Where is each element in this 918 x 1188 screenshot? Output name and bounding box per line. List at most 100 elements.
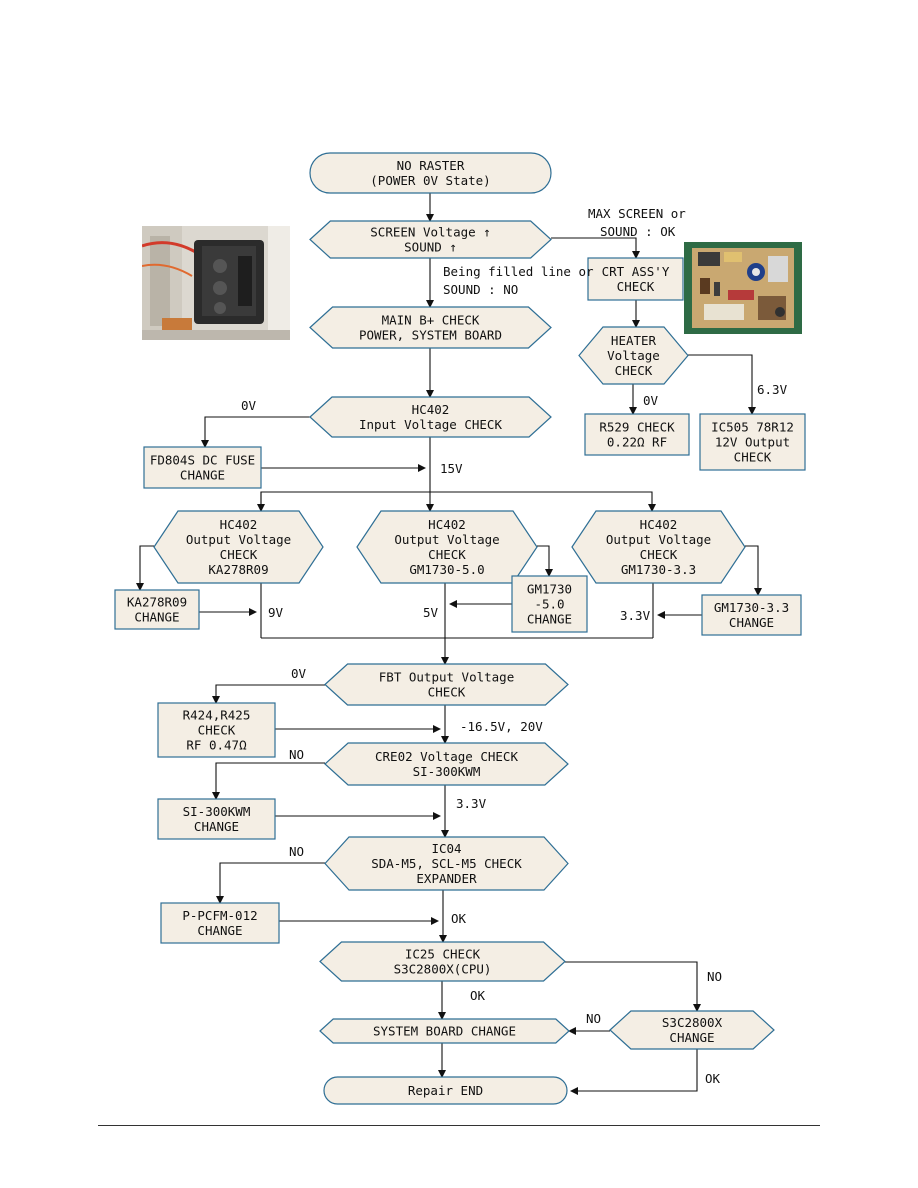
node-text-line: HEATER <box>611 333 657 348</box>
node-shape <box>584 413 690 456</box>
node-text-line: NO RASTER <box>397 158 465 173</box>
label-fbt-ok: -16.5V, 20V <box>460 719 543 734</box>
node-text-line: RF 0.47Ω <box>186 738 247 753</box>
node-text-line: CHANGE <box>180 468 225 483</box>
label-ic04-ok: OK <box>451 911 467 926</box>
crt-board-photo <box>684 242 802 334</box>
node-shape <box>356 510 538 584</box>
node-text-line: R529 CHECK <box>599 420 675 435</box>
node-text-line: 0.22Ω RF <box>607 435 667 450</box>
node-text-line: Input Voltage CHECK <box>359 417 502 432</box>
node-text-line: Output Voltage <box>186 532 291 547</box>
label-9v: 9V <box>268 605 284 620</box>
node-text-line: Repair END <box>408 1083 483 1098</box>
node-text-line: CHECK <box>615 363 653 378</box>
node-text-line: GM1730-5.0 <box>409 562 484 577</box>
node-text-line: KA278R09 <box>208 562 268 577</box>
node-text-line: (POWER 0V State) <box>370 173 490 188</box>
flyback-transformer-photo <box>142 226 290 340</box>
node-text-line: R424,R425 <box>183 708 251 723</box>
label-5v: 5V <box>423 605 439 620</box>
node-shape <box>578 326 689 385</box>
node-text-line: CHANGE <box>194 819 239 834</box>
label-being-filled-2: SOUND : NO <box>443 282 518 297</box>
node-text-line: HC402 <box>640 517 678 532</box>
node-screen: SCREEN Voltage ↑SOUND ↑ <box>309 220 552 259</box>
node-text-line: FBT Output Voltage <box>379 670 514 685</box>
node-text-line: -5.0 <box>534 597 564 612</box>
node-shape <box>587 257 684 301</box>
node-text-line: SI-300KWM <box>413 764 481 779</box>
node-text-line: S3C2800X(CPU) <box>394 962 492 977</box>
node-text-line: S3C2800X <box>662 1015 723 1030</box>
node-shape <box>319 1018 570 1044</box>
node-shape <box>319 941 566 982</box>
node-text-line: CHECK <box>198 723 236 738</box>
connectors <box>136 193 762 1095</box>
node-text-line: Output Voltage <box>394 532 499 547</box>
node-text-line: Output Voltage <box>606 532 711 547</box>
label-fbt-0v: 0V <box>291 666 307 681</box>
node-shape <box>309 220 552 259</box>
node-shape <box>157 798 276 840</box>
node-text-line: HC402 <box>412 402 450 417</box>
node-shape <box>571 510 746 584</box>
node-text-line: CHANGE <box>134 610 179 625</box>
node-text-line: IC04 <box>431 841 461 856</box>
node-text-line: GM1730-3.3 <box>621 562 696 577</box>
node-text-line: EXPANDER <box>416 871 477 886</box>
label-input-0v: 0V <box>241 398 257 413</box>
label-heater-6v3: 6.3V <box>757 382 788 397</box>
node-shape <box>324 836 569 891</box>
node-text-line: CHECK <box>734 450 772 465</box>
node-shape <box>309 152 552 194</box>
label-heater-0v: 0V <box>643 393 659 408</box>
label-input-15v: 15V <box>440 461 463 476</box>
node-text-line: CRE02 Voltage CHECK <box>375 749 518 764</box>
node-shape <box>143 446 262 489</box>
node-shape <box>324 663 569 706</box>
node-text-line: HC402 <box>220 517 258 532</box>
node-text-line: POWER, SYSTEM BOARD <box>359 328 502 343</box>
node-text-line: MAIN B+ CHECK <box>382 313 480 328</box>
node-text-line: SCREEN Voltage ↑ <box>370 225 490 240</box>
label-cre02-3v3: 3.3V <box>456 796 487 811</box>
node-text-line: CHECK <box>220 547 258 562</box>
node-shape <box>323 1076 568 1105</box>
node-sysboard: SYSTEM BOARD CHANGE <box>319 1018 570 1044</box>
label-cre02-no: NO <box>289 747 304 762</box>
node-shape <box>699 413 806 471</box>
label-s3c-no: NO <box>586 1011 601 1026</box>
node-shape <box>511 575 588 633</box>
node-text-line: GM1730 <box>527 582 572 597</box>
node-end: Repair END <box>323 1076 568 1105</box>
node-text-line: IC25 CHECK <box>405 947 481 962</box>
label-s3c-ok: OK <box>705 1071 721 1086</box>
node-text-line: CHECK <box>640 547 678 562</box>
node-text-line: SDA-M5, SCL-M5 CHECK <box>371 856 522 871</box>
node-text-line: CHANGE <box>729 615 774 630</box>
node-shape <box>324 742 569 786</box>
node-text-line: FD804S DC FUSE <box>150 453 255 468</box>
node-shape <box>609 1010 775 1050</box>
label-being-filled-1: Being filled line or <box>443 264 594 279</box>
node-shape <box>309 396 552 438</box>
label-ic25-no: NO <box>707 969 722 984</box>
node-text-line: CRT ASS'Y <box>602 264 670 279</box>
node-text-line: KA278R09 <box>127 595 187 610</box>
node-shape <box>309 306 552 349</box>
